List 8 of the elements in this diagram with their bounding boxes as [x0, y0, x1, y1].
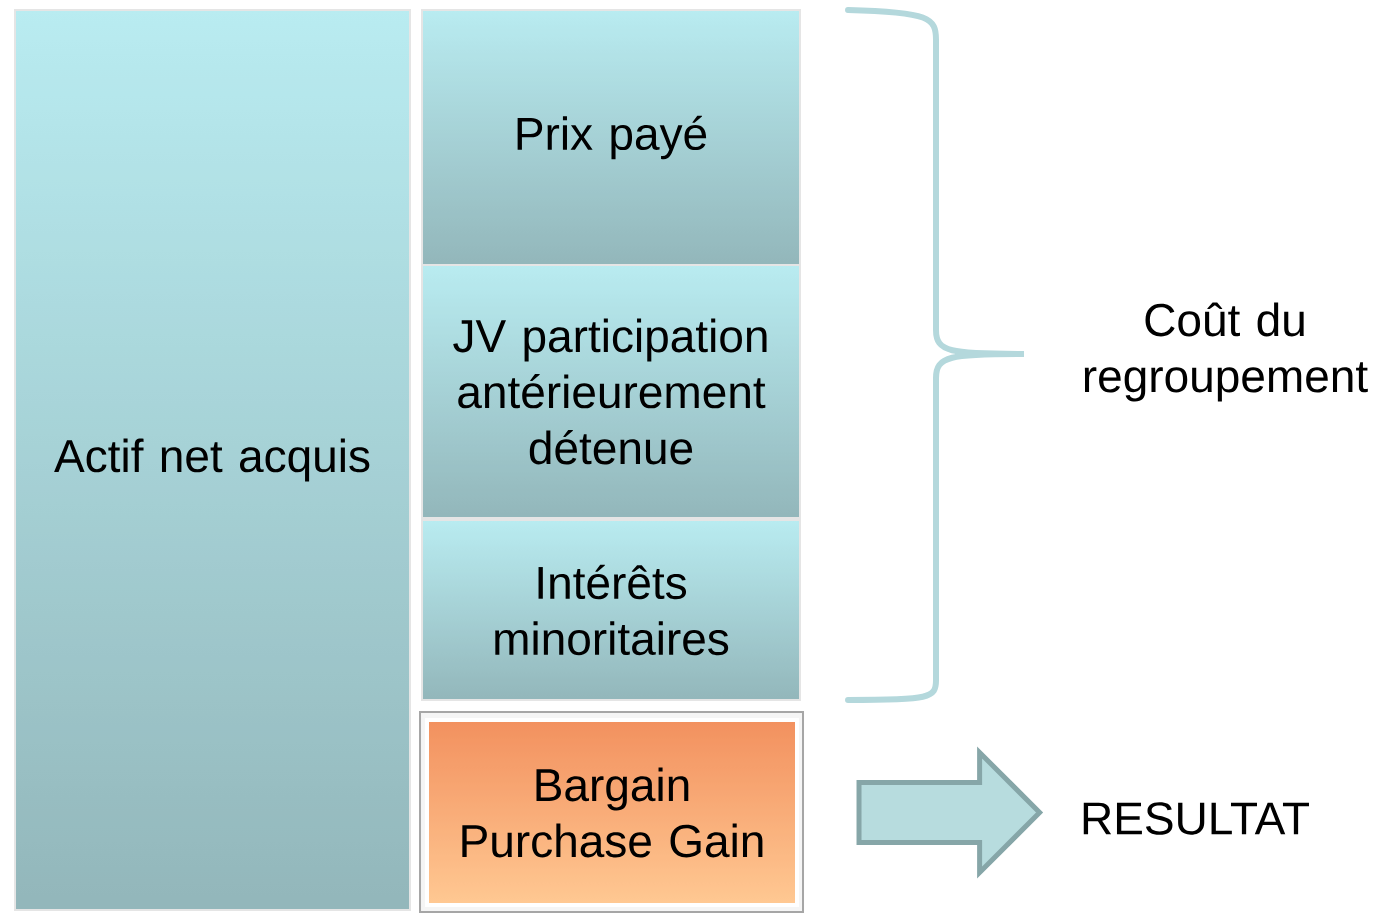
bracket-label: Coût du regroupement — [1084, 302, 1368, 402]
result-text: RESULTAT — [1083, 802, 1309, 835]
block-arrow — [856, 746, 1044, 879]
block: Prix payé — [421, 9, 801, 266]
highlight-block: Bargain Purchase Gain — [425, 718, 799, 907]
block: Intérêts minoritaires — [421, 519, 801, 701]
block: Actif net acquis — [14, 9, 411, 911]
block: JV participation antérieurement détenue — [421, 264, 801, 519]
